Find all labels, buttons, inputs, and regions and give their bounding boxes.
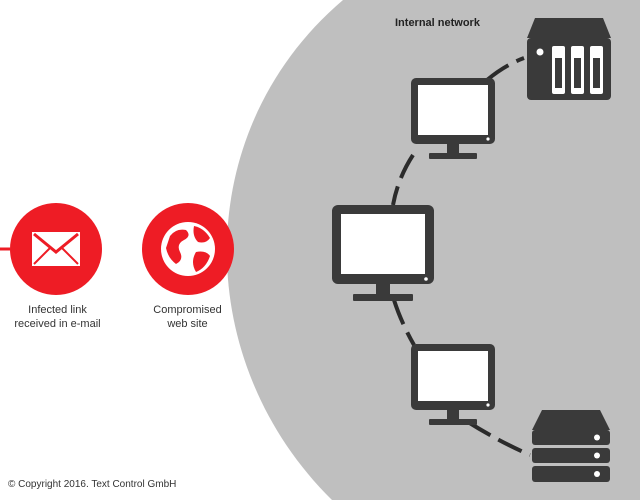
server-node[interactable] [532, 410, 610, 482]
globe-icon [161, 222, 215, 276]
website-node-label: Compromised web site [135, 303, 240, 331]
nas-node[interactable] [527, 18, 611, 100]
network-links [391, 56, 531, 457]
workstation-top[interactable] [411, 78, 495, 159]
link-top-monitor-to-nas [485, 56, 525, 82]
email-node[interactable] [10, 203, 102, 295]
internal-network-label: Internal network [395, 17, 480, 29]
email-label-line1: Infected link [28, 304, 87, 316]
copyright-text: © Copyright 2016. Text Control GmbH [8, 479, 177, 490]
website-label-line1: Compromised [153, 304, 222, 316]
website-node[interactable] [142, 203, 234, 295]
link-bottom-monitor-to-server [466, 420, 531, 457]
nas-storage-icon [527, 18, 611, 100]
link-center-to-bottom-monitor [392, 299, 416, 346]
workstation-center[interactable] [332, 205, 434, 301]
monitor-icon [332, 205, 434, 301]
link-top-monitor-to-center [391, 153, 415, 206]
email-label-line2: received in e-mail [14, 318, 101, 330]
workstation-bottom[interactable] [411, 344, 495, 425]
envelope-icon [32, 232, 80, 266]
monitor-icon [411, 78, 495, 159]
server-rack-icon [532, 410, 610, 482]
website-label-line2: web site [167, 318, 208, 330]
email-node-label: Infected link received in e-mail [5, 303, 110, 331]
monitor-icon [411, 344, 495, 425]
